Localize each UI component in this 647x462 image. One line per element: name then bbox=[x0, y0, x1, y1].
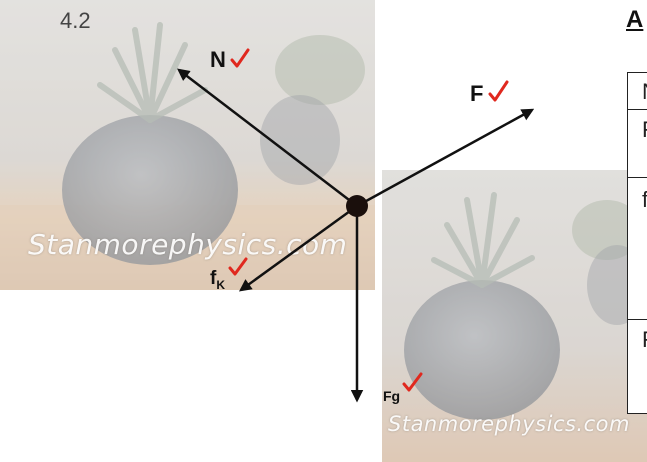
watermark-text: Stanmorephysics.com bbox=[28, 228, 348, 261]
answer-heading: A bbox=[626, 6, 644, 33]
table-divider bbox=[628, 177, 647, 178]
table-cell: F bbox=[642, 327, 647, 353]
watermark-text: Stanmorephysics.com bbox=[388, 412, 630, 436]
table-divider bbox=[628, 109, 647, 110]
table-cell: f bbox=[642, 187, 647, 212]
table-cell: F bbox=[642, 117, 647, 143]
table-column-header: N bbox=[642, 79, 647, 105]
applied-force-label: F bbox=[470, 81, 483, 106]
background-photo bbox=[382, 170, 647, 462]
answer-table: N F f F bbox=[627, 72, 647, 414]
table-divider bbox=[628, 319, 647, 320]
check-mark-icon bbox=[488, 80, 509, 102]
question-number: 4.2 bbox=[60, 8, 91, 33]
